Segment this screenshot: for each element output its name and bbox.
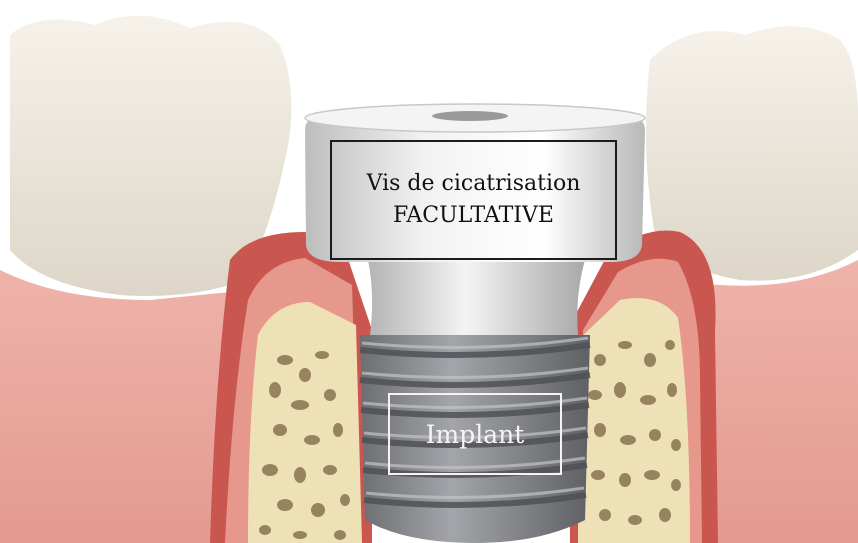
healing-screw-label: Vis de cicatrisation FACULTATIVE — [330, 140, 617, 260]
right-bone — [578, 298, 690, 543]
healing-screw-label-line1: Vis de cicatrisation — [367, 168, 581, 200]
implant-label: Implant — [388, 393, 562, 475]
implant-label-text: Implant — [426, 420, 525, 449]
implant-collar — [368, 260, 585, 335]
healing-screw-label-line2: FACULTATIVE — [393, 200, 554, 232]
left-bone — [248, 302, 362, 543]
left-gum — [0, 270, 230, 543]
